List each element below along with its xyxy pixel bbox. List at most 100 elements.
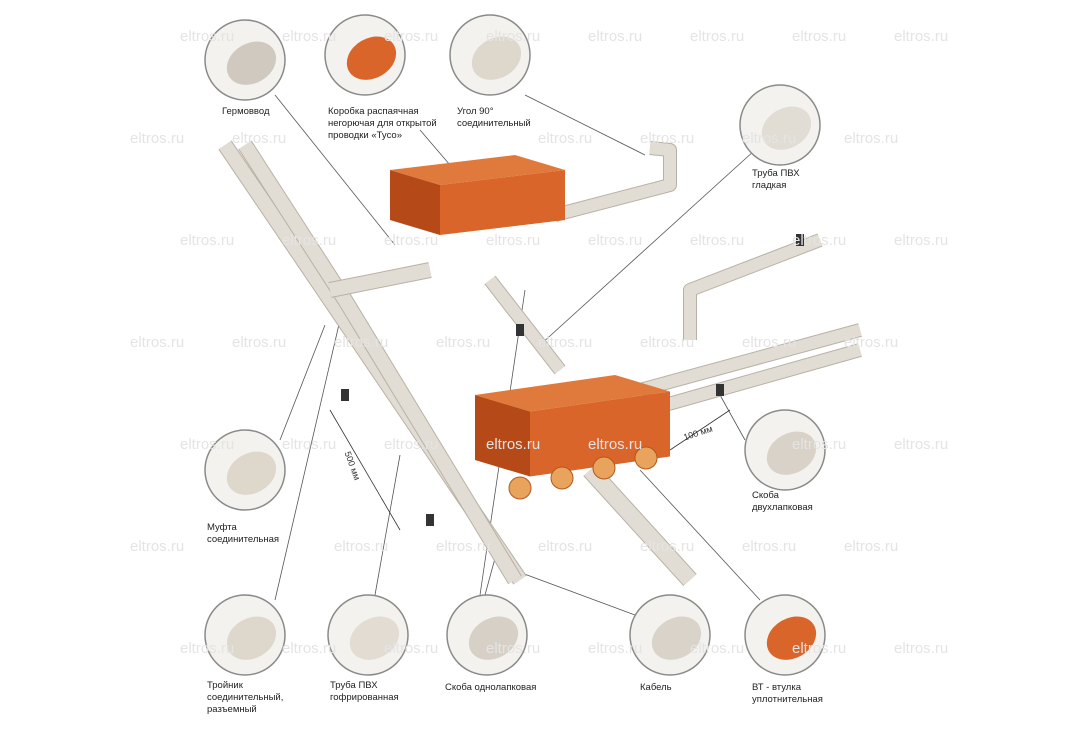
watermark: eltros.ru	[486, 232, 541, 249]
watermark: eltros.ru	[436, 334, 491, 351]
junction-box-lower-side	[475, 395, 530, 477]
leader-line	[279, 324, 326, 441]
watermark: eltros.ru	[486, 640, 541, 657]
watermark: eltros.ru	[282, 640, 337, 657]
detail-circle-clip-single-part-image	[468, 616, 519, 660]
watermark: eltros.ru	[334, 334, 389, 351]
pipe-clip	[796, 234, 804, 246]
watermark: eltros.ru	[282, 436, 337, 453]
watermark: eltros.ru	[844, 538, 899, 555]
watermark: eltros.ru	[894, 28, 949, 45]
label-line: Угол 90°	[457, 106, 494, 117]
watermark: eltros.ru	[792, 232, 847, 249]
watermark: eltros.ru	[130, 130, 185, 147]
pipe-clip	[426, 514, 434, 526]
watermark: eltros.ru	[538, 334, 593, 351]
label-line: Тройник	[207, 680, 243, 691]
watermark: eltros.ru	[130, 538, 185, 555]
pipe-clip	[341, 389, 349, 401]
cable-pipe-down	[584, 464, 696, 586]
dimension-line-100	[669, 409, 731, 451]
pipe-clip	[516, 324, 524, 336]
label-line: двухлапковая	[752, 502, 813, 513]
watermark: eltros.ru	[436, 538, 491, 555]
watermark: eltros.ru	[486, 436, 541, 453]
watermark: eltros.ru	[384, 232, 439, 249]
leader-line	[639, 469, 761, 601]
label-germovvod: Гермоввод	[222, 106, 270, 118]
watermark: eltros.ru	[640, 130, 695, 147]
leader-line	[719, 394, 746, 441]
watermark: eltros.ru	[640, 538, 695, 555]
watermark: eltros.ru	[690, 28, 745, 45]
label-line: уплотнительная	[752, 694, 823, 705]
watermark: eltros.ru	[180, 232, 235, 249]
junction-box-upper-side	[390, 170, 440, 235]
watermark: eltros.ru	[640, 334, 695, 351]
watermark: eltros.ru	[180, 640, 235, 657]
label-line: проводки «Tyco»	[328, 130, 403, 141]
watermark: eltros.ru	[792, 436, 847, 453]
watermark: eltros.ru	[588, 640, 643, 657]
detail-circle-tee-part-image	[226, 616, 277, 660]
watermark: eltros.ru	[180, 436, 235, 453]
label-line: Гермоввод	[222, 106, 270, 117]
watermark: eltros.ru	[690, 640, 745, 657]
label-line: Кабель	[640, 682, 672, 693]
detail-circle-pipe-smooth-part-image	[761, 106, 812, 150]
pipe-to-clip	[663, 344, 862, 411]
watermark: eltros.ru	[232, 130, 287, 147]
watermark: eltros.ru	[232, 334, 287, 351]
watermark: eltros.ru	[538, 538, 593, 555]
watermark: eltros.ru	[844, 130, 899, 147]
pipe-upper-right	[684, 234, 823, 340]
watermark: eltros.ru	[588, 28, 643, 45]
watermark: eltros.ru	[384, 640, 439, 657]
label-line: Труба ПВХ	[330, 680, 378, 691]
label-line: разъемный	[207, 704, 257, 715]
label-line: Муфта	[207, 522, 237, 533]
watermark: eltros.ru	[538, 130, 593, 147]
bushing-port	[508, 476, 532, 500]
watermark: eltros.ru	[486, 28, 541, 45]
junction-box-upper-front	[440, 170, 565, 235]
bushing-port	[592, 456, 616, 480]
pipe-smooth-right	[638, 324, 862, 396]
detail-circle-angle-90-part-image	[471, 36, 522, 80]
watermark: eltros.ru	[894, 436, 949, 453]
label-line: соединительная	[207, 534, 279, 545]
watermark: eltros.ru	[282, 28, 337, 45]
label-line: Скоба	[752, 490, 779, 501]
label-line: негорючая для открытой	[328, 118, 437, 129]
pipe-angle-90	[553, 142, 676, 221]
detail-circle-cable-part-image	[651, 616, 702, 660]
label-clip-single: Скоба однолапковая	[445, 682, 536, 694]
watermark: eltros.ru	[742, 130, 797, 147]
watermark: eltros.ru	[384, 436, 439, 453]
watermark: eltros.ru	[588, 232, 643, 249]
watermark: eltros.ru	[588, 436, 643, 453]
label-line: гофрированная	[330, 692, 399, 703]
watermark: eltros.ru	[384, 28, 439, 45]
bushing-port	[550, 466, 574, 490]
corrugated-pipe-right	[239, 141, 521, 584]
leader-line	[274, 319, 341, 601]
watermark: eltros.ru	[180, 28, 235, 45]
watermark: eltros.ru	[792, 28, 847, 45]
detail-circle-bushing-part-image	[766, 616, 817, 660]
pipe-clip	[716, 384, 724, 396]
detail-circle-junction-box-part-image	[346, 36, 397, 80]
detail-circle-clip-double-part-image	[766, 431, 817, 475]
dimension-line-500	[329, 409, 401, 531]
detail-circle-germovvod-part-image	[226, 41, 277, 85]
watermark: eltros.ru	[894, 232, 949, 249]
